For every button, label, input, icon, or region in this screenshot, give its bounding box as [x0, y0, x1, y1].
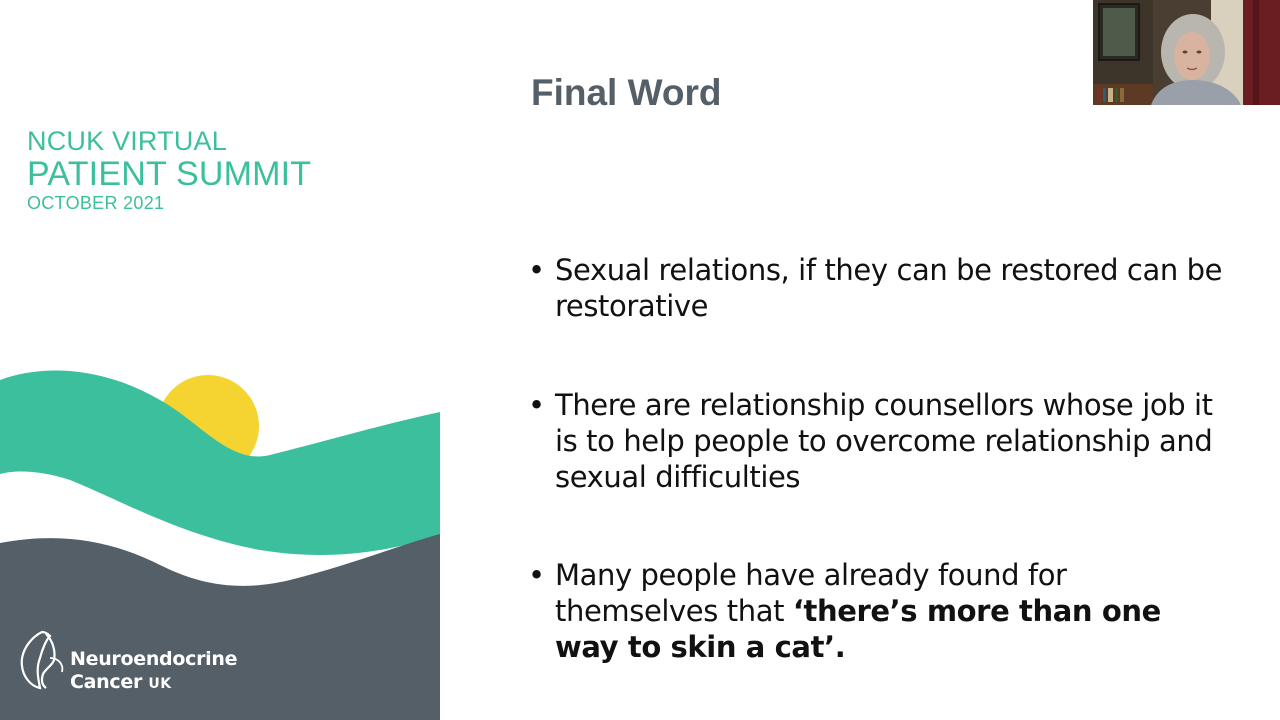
landscape-illustration	[0, 370, 440, 720]
bullet-bold-quote: ‘there’s more than one way to skin a cat…	[555, 594, 1161, 664]
slide-title: Final Word	[531, 72, 722, 113]
bullet-text: Sexual relations, if they can be restore…	[555, 253, 1223, 323]
butterfly-icon	[20, 630, 64, 690]
presenter-video-feed[interactable]	[1093, 0, 1280, 105]
bullet-text: There are relationship counsellors whose…	[555, 388, 1213, 494]
bullet-text: Many people have already found for thems…	[555, 558, 1067, 628]
bullet-item: • There are relationship counsellors who…	[528, 387, 1228, 495]
summit-line-2: PATIENT SUMMIT	[27, 155, 312, 193]
bullet-item: • Sexual relations, if they can be resto…	[528, 252, 1228, 324]
bullet-dot: •	[528, 558, 545, 592]
bullet-dot: •	[528, 253, 545, 287]
presenter-video-frame	[1093, 0, 1280, 105]
bullet-dot: •	[528, 388, 545, 422]
summit-header: NCUK VIRTUAL PATIENT SUMMIT OCTOBER 2021	[27, 126, 312, 213]
logo-name-suffix: UK	[148, 676, 172, 692]
bullet-item: • Many people have already found for the…	[528, 557, 1228, 665]
summit-line-1: NCUK VIRTUAL	[27, 126, 227, 156]
bullet-end-punctuation: .	[834, 630, 846, 664]
neuroendocrine-cancer-uk-logo: Neuroendocrine Cancer UK	[16, 630, 256, 694]
summit-date: OCTOBER 2021	[27, 193, 165, 213]
teal-hill-shape	[0, 370, 440, 555]
slate-hill-shape	[0, 534, 440, 720]
logo-wordmark: Neuroendocrine Cancer UK	[70, 648, 237, 696]
logo-name-line-1: Neuroendocrine	[70, 648, 238, 670]
logo-name-line-2: Cancer	[70, 671, 143, 693]
